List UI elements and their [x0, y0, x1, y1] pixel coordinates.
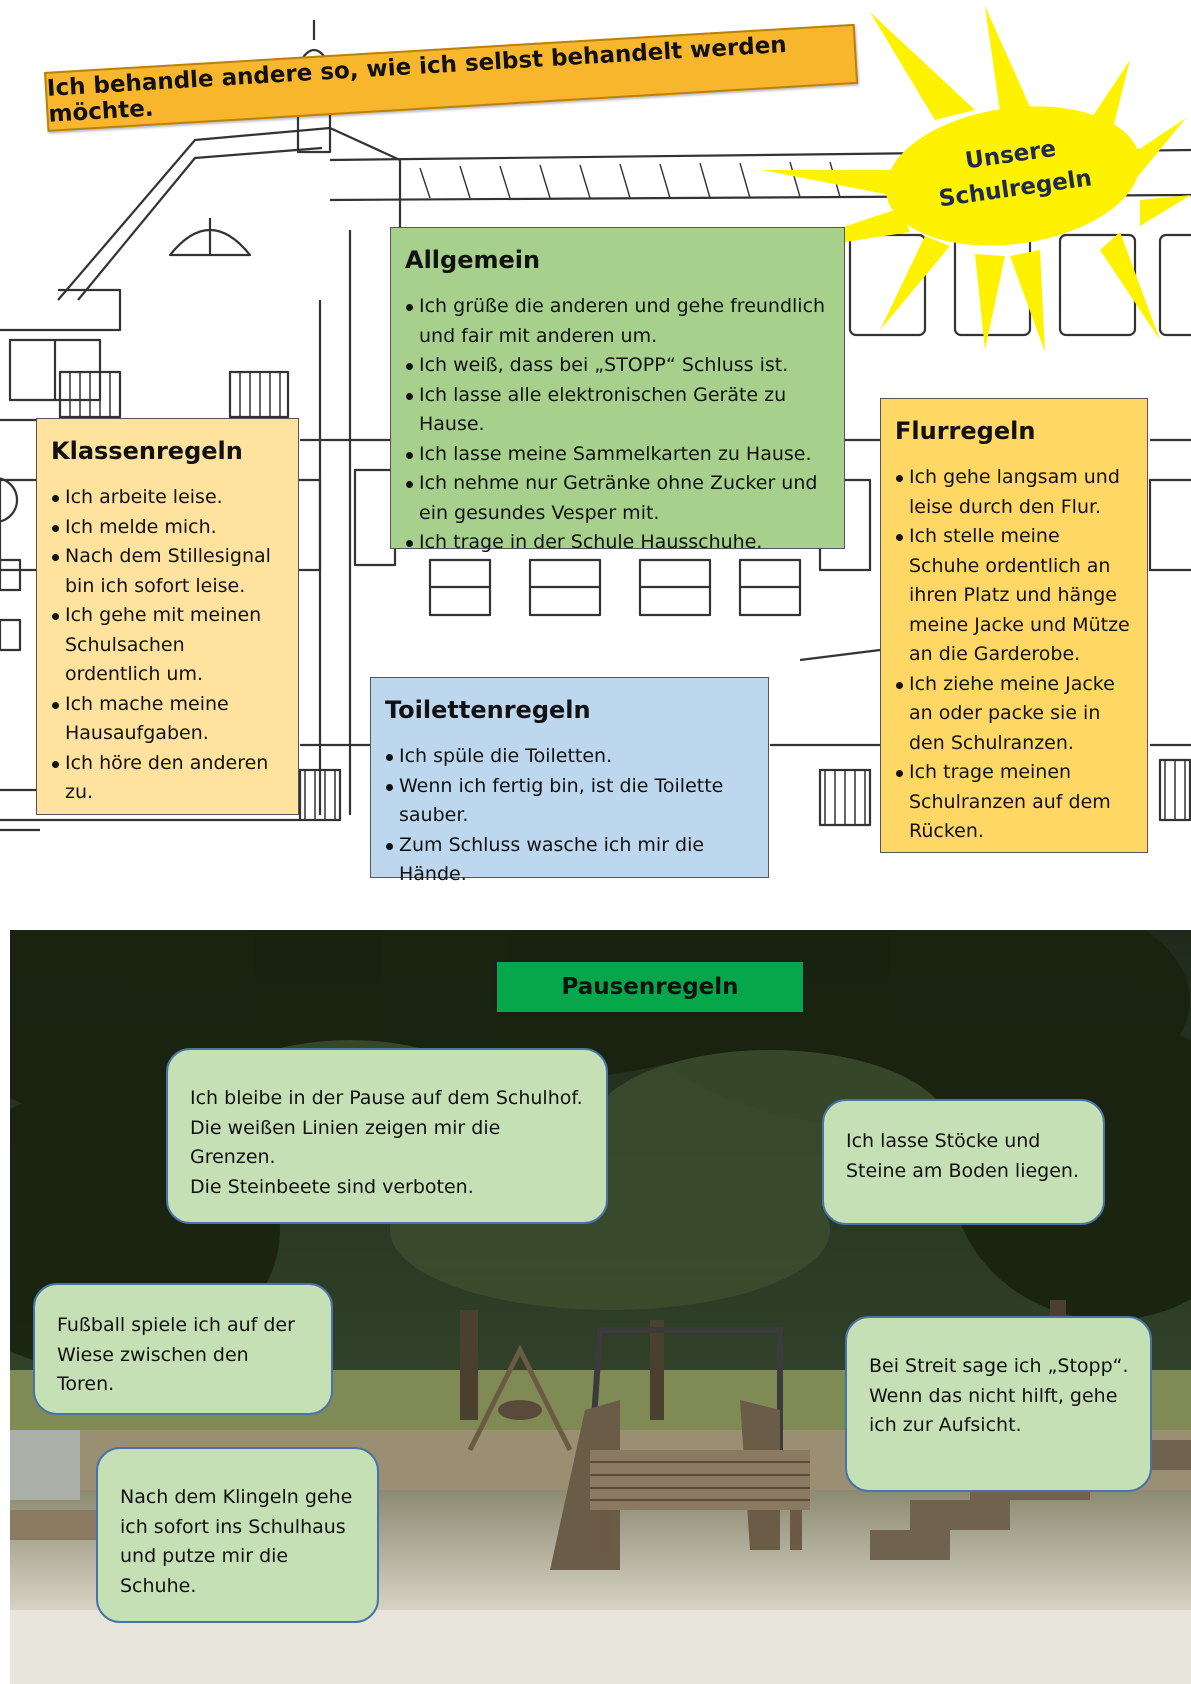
- rule-item: Ich ziehe meine Jacke an oder packe sie …: [895, 670, 1133, 759]
- break-rule-bubble: Ich bleibe in der Pause auf dem Schulhof…: [166, 1048, 608, 1224]
- rule-list-toilet: Ich spüle die Toiletten. Wenn ich fertig…: [385, 742, 754, 890]
- bubble-line: ich sofort ins Schulhaus: [120, 1515, 346, 1538]
- rule-item: Ich trage in der Schule Hausschuhe.: [405, 528, 830, 558]
- rule-item: Nach dem Stillesignal bin ich sofort lei…: [51, 542, 284, 601]
- box-title-toilet: Toilettenregeln: [385, 696, 591, 724]
- rule-item: Ich grüße die anderen und gehe freundlic…: [405, 292, 830, 351]
- rule-item: Ich spüle die Toiletten.: [385, 742, 754, 772]
- rule-item: Ich stelle meine Schuhe ordentlich an ih…: [895, 522, 1133, 670]
- rule-item: Ich melde mich.: [51, 513, 284, 543]
- bubble-line: Die weißen Linien zeigen mir die Grenzen…: [190, 1116, 501, 1169]
- rules-box-toilet: Toilettenregeln Ich spüle die Toiletten.…: [370, 677, 769, 885]
- bubble-line: Fußball spiele ich auf der: [57, 1314, 295, 1336]
- rule-item: Ich nehme nur Getränke ohne Zucker und e…: [405, 469, 830, 528]
- rules-box-class: Klassenregeln Ich arbeite leise. Ich mel…: [36, 418, 299, 815]
- bubble-line: ich zur Aufsicht.: [869, 1414, 1022, 1436]
- rule-list-general: Ich grüße die anderen und gehe freundlic…: [405, 292, 830, 558]
- bubble-line: Bei Streit sage ich „Stopp“.: [869, 1355, 1129, 1377]
- box-title-general: Allgemein: [405, 246, 541, 274]
- box-title-class: Klassenregeln: [51, 437, 243, 465]
- bubble-line: Ich lasse Stöcke und: [846, 1130, 1041, 1152]
- bubble-line: Wiese zwischen den Toren.: [57, 1343, 249, 1396]
- bubble-line: Ich bleibe in der Pause auf dem Schulhof…: [190, 1087, 583, 1109]
- sun-graphic: [760, 6, 1191, 352]
- break-rule-bubble: Ich lasse Stöcke und Steine am Boden lie…: [822, 1099, 1105, 1225]
- rules-box-general: Allgemein Ich grüße die anderen und gehe…: [390, 227, 845, 553]
- rule-list-class: Ich arbeite leise. Ich melde mich. Nach …: [51, 483, 284, 808]
- box-title-hallway: Flurregeln: [895, 417, 1036, 445]
- rule-item: Ich trage meinen Schulranzen auf dem Rüc…: [895, 758, 1133, 847]
- rule-item: Zum Schluss wasche ich mir die Hände.: [385, 831, 754, 890]
- break-rule-bubble: Bei Streit sage ich „Stopp“. Wenn das ni…: [845, 1316, 1152, 1492]
- school-building-sketch: [0, 20, 1191, 832]
- bubble-line: Wenn das nicht hilft, gehe: [869, 1384, 1118, 1407]
- rule-item: Ich lasse meine Sammelkarten zu Hause.: [405, 440, 830, 470]
- rule-item: Ich mache meine Hausaufgaben.: [51, 690, 284, 749]
- section-title-breaks: Pausenregeln: [495, 960, 805, 1014]
- rule-item: Ich gehe langsam und leise durch den Flu…: [895, 463, 1133, 522]
- rule-item: Ich gehe mit meinen Schulsachen ordentli…: [51, 601, 284, 690]
- rules-box-hallway: Flurregeln Ich gehe langsam und leise du…: [880, 398, 1148, 853]
- bubble-line: Steine am Boden liegen.: [846, 1159, 1080, 1182]
- bubble-line: Die Steinbeete sind verboten.: [190, 1175, 474, 1198]
- rule-item: Ich weiß, dass bei „STOPP“ Schluss ist.: [405, 351, 830, 381]
- break-rule-bubble: Nach dem Klingeln gehe ich sofort ins Sc…: [96, 1447, 379, 1623]
- bubble-line: und putze mir die Schuhe.: [120, 1545, 289, 1597]
- rule-item: Ich arbeite leise.: [51, 483, 284, 513]
- rule-list-hallway: Ich gehe langsam und leise durch den Flu…: [895, 463, 1133, 847]
- rule-item: Ich höre den anderen zu.: [51, 749, 284, 808]
- bubble-line: Nach dem Klingeln gehe: [120, 1486, 353, 1508]
- rule-item: Ich lasse alle elektronischen Geräte zu …: [405, 381, 830, 440]
- rule-item: Wenn ich fertig bin, ist die Toilette sa…: [385, 772, 754, 831]
- break-rule-bubble: Fußball spiele ich auf der Wiese zwische…: [33, 1283, 333, 1415]
